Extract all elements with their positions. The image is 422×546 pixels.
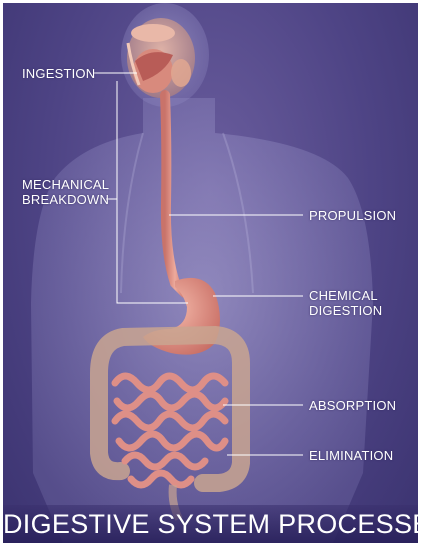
- label-mechanical-line2: BREAKDOWN: [22, 192, 109, 207]
- diagram-title: DIGESTIVE SYSTEM PROCESSES: [3, 509, 418, 540]
- title-bar: DIGESTIVE SYSTEM PROCESSES: [3, 505, 418, 543]
- label-chemical-line2: DIGESTION: [309, 303, 382, 318]
- diagram-frame: INGESTION MECHANICAL BREAKDOWN PROPULSIO…: [3, 3, 418, 543]
- label-mechanical-line1: MECHANICAL: [22, 177, 109, 192]
- label-chemical-line1: CHEMICAL: [309, 288, 378, 303]
- label-absorption: ABSORPTION: [309, 398, 396, 413]
- label-propulsion: PROPULSION: [309, 208, 396, 223]
- label-ingestion: INGESTION: [22, 66, 95, 81]
- head-mouth-organs: [127, 18, 195, 98]
- label-elimination: ELIMINATION: [309, 448, 393, 463]
